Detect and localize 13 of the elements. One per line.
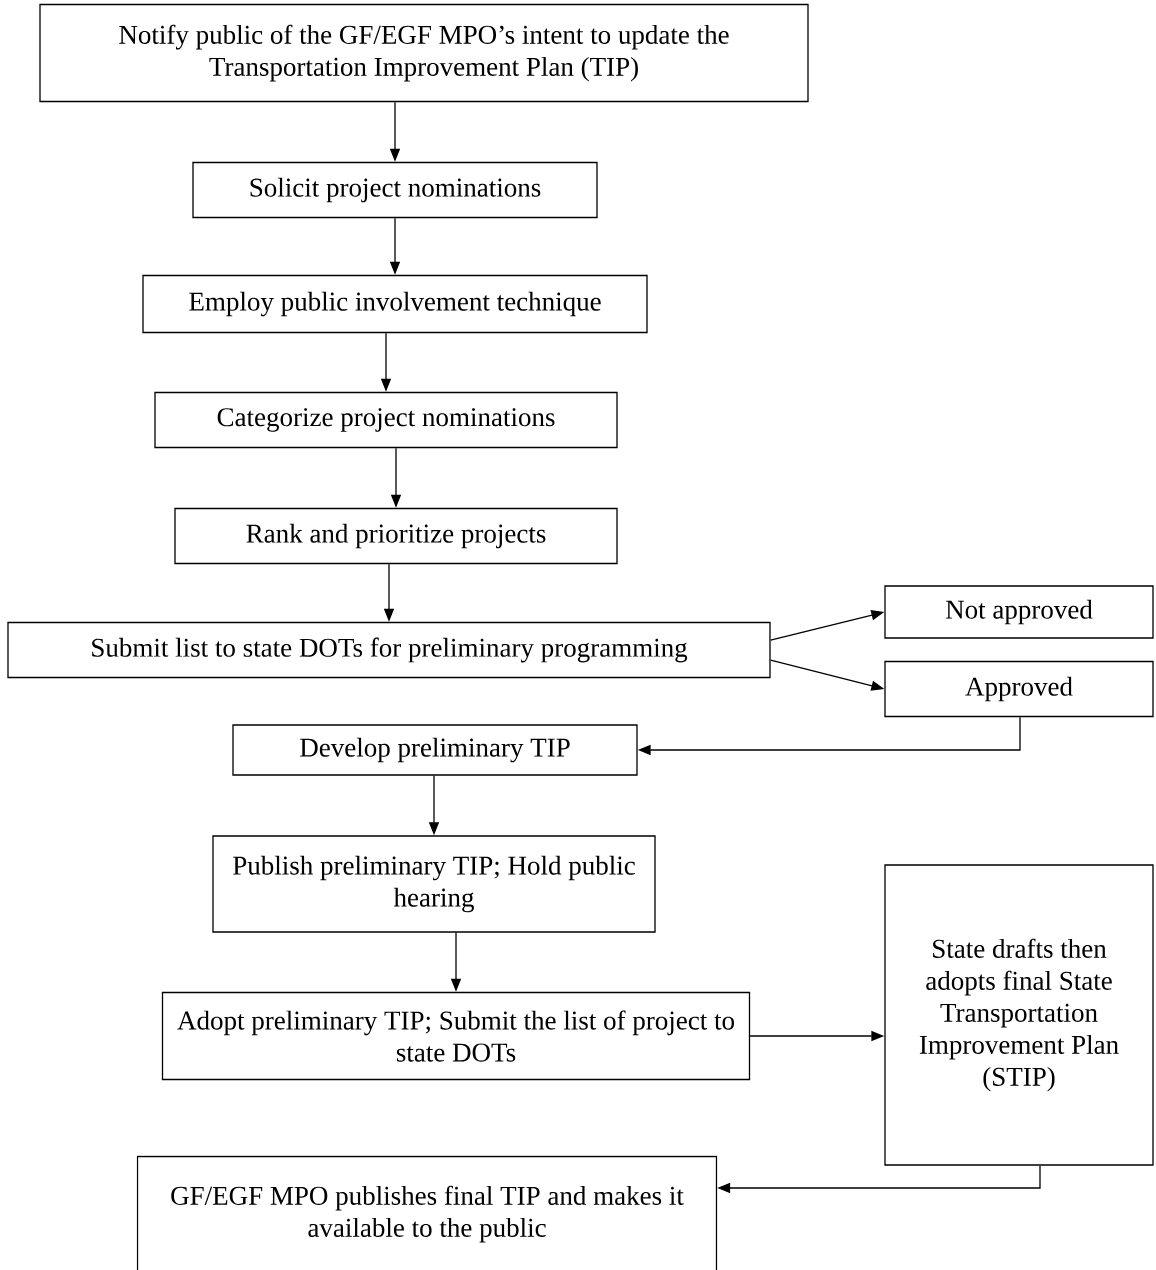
process-box: Adopt preliminary TIP; Submit the list of project to state DOTs — [161, 991, 751, 1081]
process-box: Categorize project nominations — [154, 391, 618, 449]
process-box: Rank and prioritize projects — [174, 507, 618, 565]
process-box: Develop preliminary TIP — [232, 724, 638, 776]
process-box: Employ public involvement technique — [142, 274, 648, 334]
process-box: Publish preliminary TIP; Hold public hearing — [212, 835, 656, 933]
process-box: Not approved — [884, 585, 1154, 639]
process-box: Submit list to state DOTs for preliminary programming — [7, 621, 771, 679]
process-box: Solicit project nominations — [192, 161, 598, 219]
process-box: State drafts then adopts final State Transportation Improvement Plan (STIP) — [884, 864, 1154, 1166]
process-box: Notify public of the GF/EGF MPO’s intent to update the Transportation Improvement Plan (TIP) — [39, 3, 809, 103]
process-box: Approved — [884, 660, 1154, 718]
process-box: GF/EGF MPO publishes final TIP and makes it available to the public — [136, 1155, 718, 1270]
